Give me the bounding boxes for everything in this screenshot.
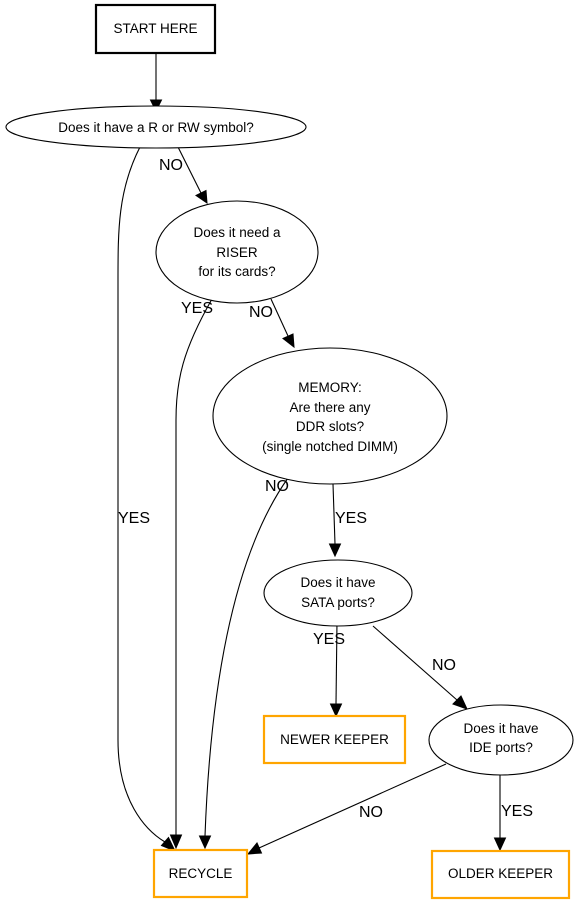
memory-question-line-4: (single notched DIMM) xyxy=(262,439,398,454)
node-sata-question: Does it have SATA ports? xyxy=(263,559,413,627)
edges xyxy=(117,54,507,855)
edge-ide-to-recycle xyxy=(258,763,447,849)
newer-keeper-box xyxy=(262,714,407,765)
edge-label-r-symbol-no: NO xyxy=(159,157,183,174)
sata-question-line-2: SATA ports? xyxy=(301,595,375,610)
memory-question-line-2: Are there any xyxy=(289,400,370,415)
arrowhead-ide-to-older xyxy=(493,837,507,852)
r-symbol-ellipse xyxy=(5,105,307,149)
arrowhead-riser-to-recycle xyxy=(169,834,183,850)
start-label: START HERE xyxy=(113,21,197,36)
riser-ellipse xyxy=(155,200,319,304)
edge-label-ide-yes: YES xyxy=(501,803,533,820)
edge-label-sata-no: NO xyxy=(432,657,456,674)
node-newer-keeper: NEWER KEEPER xyxy=(262,714,407,765)
edge-label-memory-no: NO xyxy=(265,478,289,495)
edge-label-riser-no: NO xyxy=(249,304,273,321)
ide-question-line-2: IDE ports? xyxy=(469,740,533,755)
sata-ellipse xyxy=(263,559,413,627)
node-ide-question: Does it have IDE ports? xyxy=(428,704,574,776)
arrowhead-r-symbol-to-recycle xyxy=(160,836,177,852)
edge-labels: NO YES YES NO NO YES YES NO NO YES xyxy=(118,157,533,821)
node-recycle: RECYCLE xyxy=(152,848,249,899)
arrowhead-memory-to-sata xyxy=(328,543,342,558)
edge-riser-to-memory xyxy=(270,298,289,337)
edge-sata-to-newer xyxy=(335,620,338,705)
riser-question-line-2: RISER xyxy=(216,245,258,260)
edge-memory-to-sata xyxy=(332,483,336,545)
nodes: START HERE Does it have a R or RW symbol… xyxy=(5,3,574,900)
newer-keeper-label: NEWER KEEPER xyxy=(280,732,389,747)
node-start: START HERE xyxy=(94,3,217,55)
arrowhead-riser-to-memory xyxy=(282,333,295,349)
node-r-symbol-question: Does it have a R or RW symbol? xyxy=(5,105,307,149)
riser-question-line-3: for its cards? xyxy=(198,264,275,279)
arrowhead-memory-to-recycle xyxy=(198,835,212,850)
arrowhead-r-symbol-to-riser xyxy=(195,189,208,205)
edge-label-ide-no: NO xyxy=(359,804,383,821)
edge-riser-to-recycle xyxy=(175,298,213,835)
arrowhead-sata-to-ide xyxy=(452,695,468,710)
node-older-keeper: OLDER KEEPER xyxy=(430,849,571,900)
recycle-label: RECYCLE xyxy=(169,866,233,881)
riser-question-line-1: Does it need a xyxy=(193,225,281,240)
r-symbol-question-text: Does it have a R or RW symbol? xyxy=(58,120,254,135)
ide-ellipse xyxy=(428,704,574,776)
edge-label-memory-yes: YES xyxy=(335,510,367,527)
memory-question-line-1: MEMORY: xyxy=(298,380,362,395)
ide-question-line-1: Does it have xyxy=(463,721,538,736)
edge-label-r-symbol-yes: YES xyxy=(118,510,150,527)
edge-r-symbol-to-recycle xyxy=(117,146,166,843)
edge-memory-to-recycle xyxy=(204,477,289,837)
arrowhead-ide-to-recycle xyxy=(246,842,263,855)
older-keeper-label: OLDER KEEPER xyxy=(448,866,553,881)
start-box xyxy=(94,3,217,55)
arrowhead-sata-to-newer xyxy=(329,703,343,718)
memory-question-line-3: DDR slots? xyxy=(296,419,364,434)
edge-label-sata-yes: YES xyxy=(313,631,345,648)
recycle-box xyxy=(152,848,249,899)
node-memory-question: MEMORY: Are there any DDR slots? (single… xyxy=(212,347,448,485)
edge-sata-to-ide xyxy=(372,625,458,701)
memory-ellipse xyxy=(212,347,448,485)
older-keeper-box xyxy=(430,849,571,900)
node-riser-question: Does it need a RISER for its cards? xyxy=(155,200,319,304)
sata-question-line-1: Does it have xyxy=(300,575,375,590)
edge-label-riser-yes: YES xyxy=(181,300,213,317)
edge-r-symbol-to-riser xyxy=(177,146,202,194)
